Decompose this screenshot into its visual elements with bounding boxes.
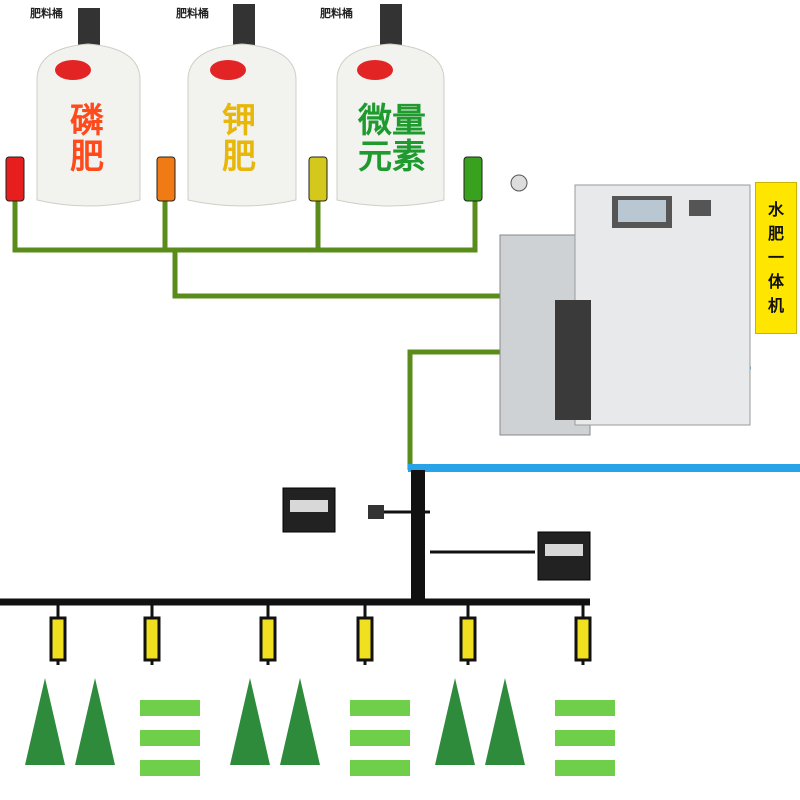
flow-meter-1 xyxy=(282,487,384,533)
machine-char-1: 水 xyxy=(767,200,784,219)
tank-2-top-label: 肥料桶 xyxy=(176,7,209,20)
flow-meter-2 xyxy=(537,531,591,581)
tank-2 xyxy=(187,4,297,207)
valves xyxy=(5,156,483,202)
tank-3-top-label: 肥料桶 xyxy=(320,7,353,20)
machine-char-2: 肥 xyxy=(767,224,784,243)
water-fertilizer-machine xyxy=(499,174,751,436)
tank-3 xyxy=(336,4,445,207)
machine-char-3: 一 xyxy=(767,248,784,267)
machine-char-5: 机 xyxy=(767,296,784,315)
tank-1 xyxy=(36,8,141,207)
tank-1-label: 磷肥 xyxy=(70,101,104,177)
tank-1-top-label: 肥料桶 xyxy=(30,7,63,20)
machine-side-label: 水 肥 一 体 机 xyxy=(755,182,797,334)
main-pipe xyxy=(0,470,590,606)
machine-char-4: 体 xyxy=(767,272,784,291)
fertilizer-pipes xyxy=(12,200,505,470)
branch-emitters xyxy=(49,602,592,665)
grass-patches xyxy=(140,700,615,776)
tank-3-label: 微量元素 xyxy=(358,101,426,177)
tank-2-label: 钾肥 xyxy=(222,101,256,177)
trees xyxy=(25,678,525,765)
